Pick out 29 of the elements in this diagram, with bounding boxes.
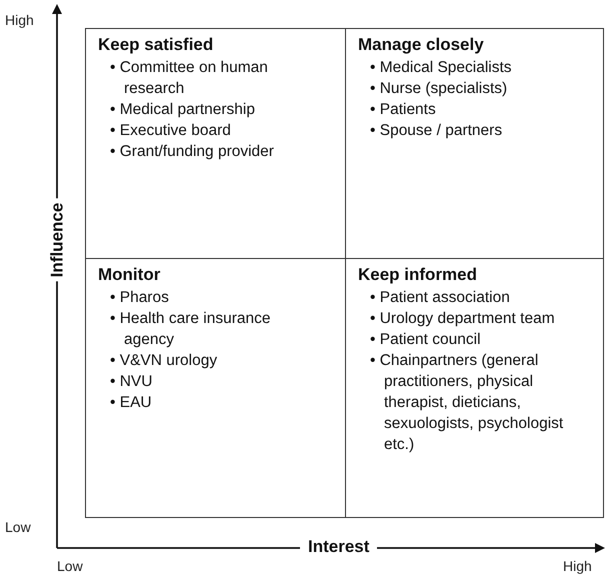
quadrant-heading: Manage closely [358, 35, 484, 55]
list-item: • EAU [110, 393, 153, 413]
list-item: • Nurse (specialists) [370, 79, 508, 99]
list-item: • Patient council [370, 330, 482, 350]
quadrant-box [85, 258, 346, 518]
list-item: • Medical Specialists [370, 58, 513, 78]
list-item: • Medical partnership [110, 100, 256, 120]
list-item: • Spouse / partners [370, 121, 504, 141]
quadrant-heading: Keep satisfied [98, 35, 214, 55]
quadrant-heading: Monitor [98, 265, 160, 285]
list-item: • Executive board [110, 121, 232, 141]
list-item: • NVU [110, 372, 154, 392]
axis-end-label: High [563, 558, 592, 574]
list-item: • Health care insurance agency [110, 309, 272, 350]
list-item: • Pharos [110, 288, 170, 308]
list-item: • Committee on human research [110, 58, 269, 99]
list-item: • Patients [370, 100, 437, 120]
list-item: • Grant/funding provider [110, 142, 275, 162]
quadrant-box [345, 258, 604, 518]
list-item: • Patient association [370, 288, 511, 308]
quadrant-box [85, 28, 346, 259]
list-item: • Urology department team [370, 309, 556, 329]
quadrant-box [345, 28, 604, 259]
quadrant-heading: Keep informed [358, 265, 478, 285]
list-item: • V&VN urology [110, 351, 218, 371]
axis-end-label: Low [57, 558, 83, 574]
axis-end-label: Low [5, 519, 31, 535]
list-item: • Chainpartners (general practitioners, physical therapist, dieticians, sexuologists, psychologist etc.) [370, 351, 564, 455]
axis-end-label: High [5, 12, 34, 28]
